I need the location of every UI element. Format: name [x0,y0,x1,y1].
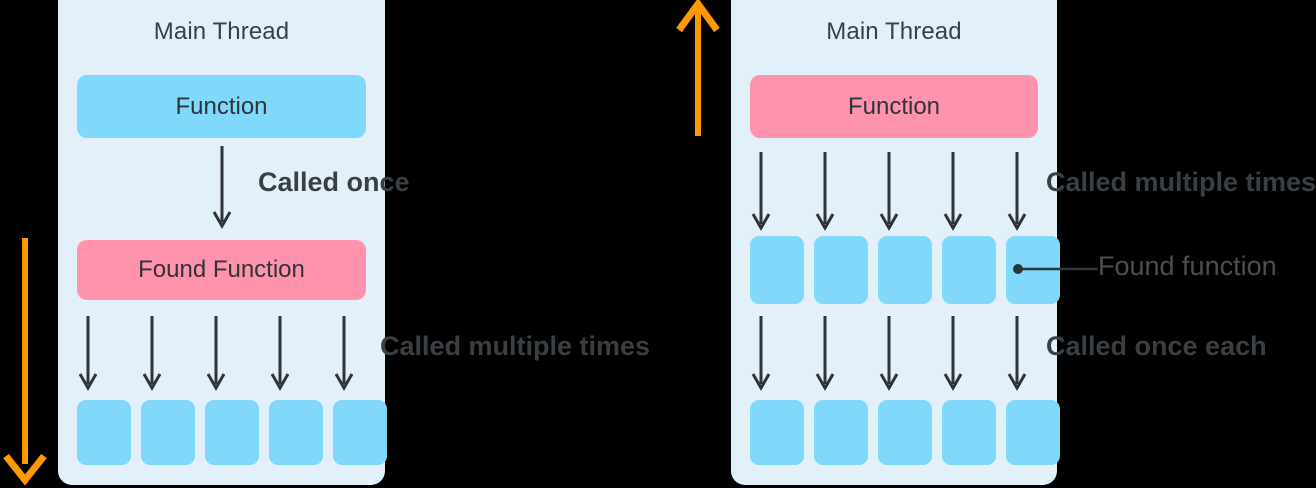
arrow-down-icon [212,146,232,230]
function-box-right-label: Function [847,92,941,120]
task-square[interactable] [141,400,195,465]
label-found-function: Found function [1098,251,1277,281]
task-square[interactable] [1006,400,1060,465]
task-square[interactable] [814,400,868,465]
task-square[interactable] [942,400,996,465]
label-called-multiple-times-right: Called multiple times [1046,167,1316,197]
main-thread-panel-right: Main Thread Function [731,0,1060,485]
function-box-left[interactable]: Function [77,75,366,138]
main-thread-panel-left: Main Thread Function Found Function [58,0,387,485]
arrow-group-down-right-top [751,152,1027,232]
callout-leader-line [1013,264,1098,274]
task-square[interactable] [205,400,259,465]
arrow-group-down-left [78,316,354,392]
task-square[interactable] [333,400,387,465]
orange-arrow-down-icon [3,238,47,486]
label-called-once-each: Called once each [1046,331,1267,361]
task-square[interactable] [878,236,932,304]
task-square[interactable] [942,236,996,304]
arrow-group-down-right-bottom [751,316,1027,392]
label-called-multiple-times-left: Called multiple times [380,331,651,361]
function-box-right[interactable]: Function [750,75,1038,138]
task-square[interactable] [269,400,323,465]
task-square[interactable] [750,236,804,304]
function-box-left-label: Function [175,92,268,120]
task-square[interactable] [814,236,868,304]
orange-arrow-up-icon [676,0,720,136]
label-called-once: Called once [258,167,410,197]
panel-title-left: Main Thread [153,18,290,45]
panel-title-right: Main Thread [826,18,962,45]
task-square[interactable] [77,400,131,465]
task-square[interactable] [878,400,932,465]
found-function-box-left-label: Found Function [138,256,305,283]
found-function-box-left[interactable]: Found Function [77,240,366,300]
task-square[interactable] [750,400,804,465]
